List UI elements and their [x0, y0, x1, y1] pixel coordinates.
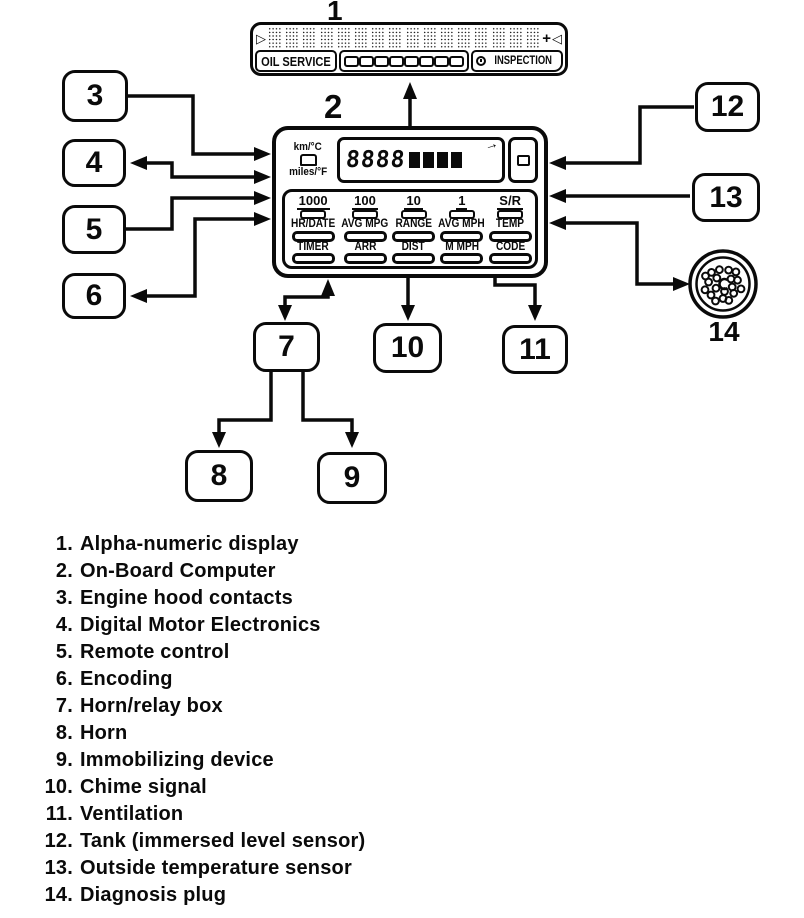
key-m-mph [440, 253, 484, 264]
oil-service-indicator: OIL SERVICE [255, 50, 337, 72]
button-code: CODE [495, 240, 525, 253]
callout-10: 10 [373, 323, 442, 373]
button-10: 10 [404, 193, 423, 210]
button-avg-mpg: AVG MPG [341, 218, 389, 230]
key-sr [497, 210, 524, 219]
callout-9: 9 [317, 452, 387, 504]
on-board-computer: km/°C miles/°F 8888 → 1000 HR/DATE [272, 126, 548, 278]
legend-item-5: 5.Remote control [55, 641, 230, 663]
legend-item-4: 4.Digital Motor Electronics [55, 614, 321, 636]
obc-column-5: S/R TEMP CODE [488, 193, 532, 265]
lcd-digits: 8888 [344, 146, 407, 173]
key-hr-date [291, 230, 335, 242]
unit-switch-icon [299, 154, 317, 166]
key-range [392, 230, 436, 242]
display-number-label: 1 [327, 0, 343, 26]
button-1: 1 [456, 193, 468, 210]
legend-item-13: 13.Outside temperature sensor [44, 857, 352, 879]
legend-item-7: 7.Horn/relay box [55, 695, 223, 717]
dot-matrix-cells [266, 27, 541, 49]
key-1 [448, 210, 475, 219]
button-range: RANGE [395, 218, 432, 230]
obc-column-4: 1 AVG MPH M MPH [435, 193, 488, 265]
button-100: 100 [352, 193, 378, 210]
legend-item-11: 11.Ventilation [45, 803, 184, 825]
callout-7: 7 [253, 322, 320, 372]
button-1000: 1000 [296, 193, 330, 210]
key-arr [343, 253, 387, 264]
legend-item-14: 14.Diagnosis plug [44, 884, 227, 906]
callout-6: 6 [62, 273, 126, 319]
obc-side-panel [508, 137, 538, 183]
diagnosis-plug [688, 249, 758, 319]
legend-item-3: 3.Engine hood contacts [55, 587, 293, 609]
legend-item-6: 6.Encoding [55, 668, 173, 690]
callout-12: 12 [695, 82, 760, 132]
legend-item-1: 1.Alpha-numeric display [55, 533, 299, 555]
right-chevron-icon: ◁ [552, 30, 562, 46]
lcd-arrow-icon: → [481, 137, 501, 154]
dot-matrix-row: ▷ + ◁ [255, 26, 563, 50]
legend-item-12: 12.Tank (immersed level sensor) [44, 830, 366, 852]
button-dist: DIST [402, 240, 426, 253]
lcd-segment-blocks [409, 152, 463, 168]
callout-13: 13 [692, 173, 760, 222]
obc-number-label: 2 [324, 88, 343, 125]
legend-item-8: 8.Horn [55, 722, 128, 744]
unit-miles-label: miles/°F [288, 166, 328, 178]
callout-8: 8 [185, 450, 253, 502]
left-chevron-icon: ▷ [256, 30, 266, 46]
oil-service-label: OIL SERVICE [261, 53, 331, 69]
button-hr-date: HR/DATE [291, 218, 336, 230]
legend-item-2: 2.On-Board Computer [55, 560, 276, 582]
legend: 1.Alpha-numeric display 2.On-Board Compu… [36, 531, 776, 909]
callout-4: 4 [62, 139, 126, 187]
key-avg-mpg [343, 230, 387, 242]
callout-3: 3 [62, 70, 128, 122]
reset-button-icon [516, 154, 530, 166]
legend-item-9: 9.Immobilizing device [55, 749, 274, 771]
unit-switch: km/°C miles/°F [282, 135, 334, 185]
button-arr: ARR [354, 240, 376, 253]
legend-item-10: 10.Chime signal [44, 776, 207, 798]
button-sr: S/R [497, 193, 523, 210]
button-timer: TIMER [297, 240, 329, 253]
callout-5: 5 [62, 205, 126, 254]
obc-column-2: 100 AVG MPG ARR [338, 193, 391, 265]
button-m-mph: M MPH [444, 240, 479, 253]
obc-display-row: km/°C miles/°F 8888 → [282, 135, 538, 185]
key-10 [400, 210, 427, 219]
key-100 [352, 210, 378, 219]
obc-button-panel: 1000 HR/DATE TIMER 100 AVG MPG ARR 10 RA… [282, 189, 538, 269]
service-interval-leds [339, 50, 469, 72]
arrowheads [130, 82, 690, 448]
obc-lcd-display: 8888 → [337, 137, 505, 183]
unit-km-label: km/°C [293, 141, 323, 153]
alpha-numeric-display: ▷ + ◁ OIL SERVICE [250, 22, 568, 76]
key-avg-mph [440, 230, 484, 242]
obc-column-1: 1000 HR/DATE TIMER [288, 193, 338, 265]
key-1000 [300, 210, 327, 219]
key-timer [291, 253, 335, 264]
clock-icon [475, 56, 486, 66]
plus-sign: + [542, 29, 551, 47]
display-indicator-row: OIL SERVICE INSPECTION [255, 50, 563, 72]
inspection-indicator: INSPECTION [471, 50, 563, 72]
callout-11: 11 [502, 325, 568, 374]
key-dist [392, 253, 436, 264]
button-temp: TEMP [496, 218, 525, 230]
inspection-label: INSPECTION [494, 55, 552, 67]
key-temp [488, 230, 532, 242]
key-code [488, 253, 532, 264]
obc-column-3: 10 RANGE DIST [392, 193, 436, 265]
button-avg-mph: AVG MPH [438, 218, 486, 230]
plug-number-label: 14 [708, 316, 740, 347]
